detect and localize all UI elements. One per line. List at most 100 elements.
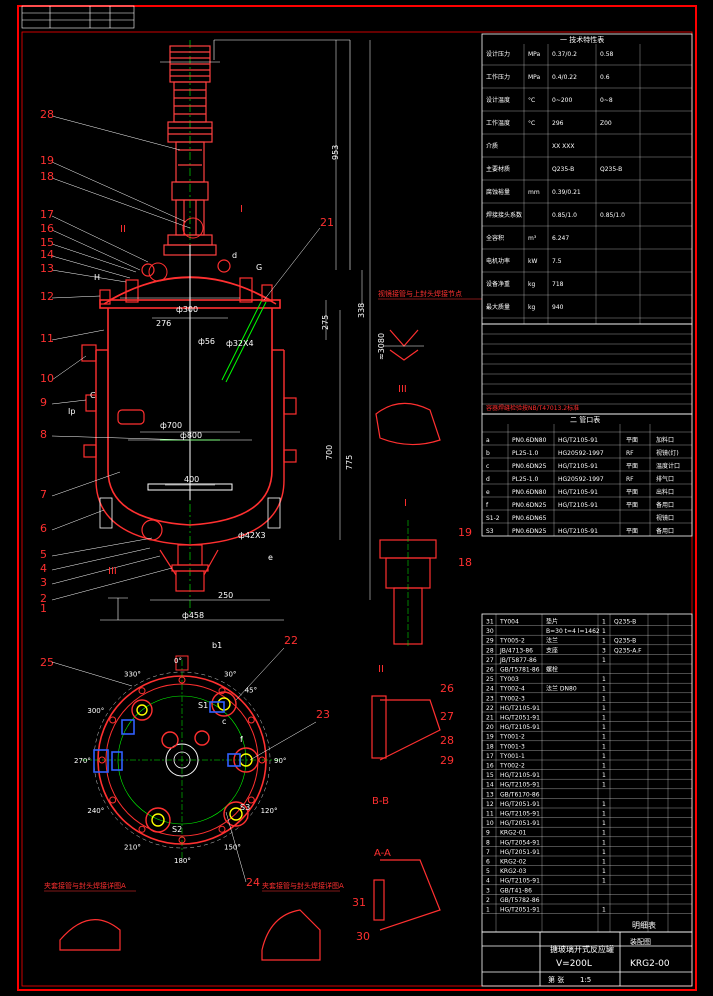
tech-row-v1: 6.247 (552, 235, 569, 242)
tech-row-unit: mm (528, 189, 540, 196)
nozzle-face: 平面 (626, 489, 638, 496)
parts-no: 13 (486, 791, 494, 798)
svg-text:28: 28 (440, 734, 454, 747)
parts-no: 10 (486, 820, 494, 827)
part-label-14: 14 (40, 248, 54, 261)
svg-text:d: d (232, 251, 237, 260)
bolt-hole (247, 796, 255, 804)
nozzle-use: 视镜口 (656, 514, 674, 522)
parts-code: TY001-3 (499, 743, 525, 750)
dim-d700: ф700 (160, 421, 182, 430)
nozzle-dn: PL25-1.0 (512, 476, 538, 483)
bolt-hole (247, 716, 255, 724)
dimension-lines (100, 40, 371, 621)
svg-text:C: C (90, 391, 96, 400)
svg-text:f: f (240, 735, 243, 744)
parts-qty: 1 (602, 801, 606, 808)
nozzle-use: 温度计口 (656, 462, 680, 470)
svg-text:23: 23 (316, 708, 330, 721)
parts-no: 15 (486, 772, 494, 779)
nozzle-mark: f (486, 502, 489, 509)
parts-no: 14 (486, 782, 494, 789)
bolt-hole (138, 825, 146, 833)
title-block-text: 明细表 搪玻璃开式反应罐 V=200L KRG2-00 装配图 1:5 第 张 (548, 920, 670, 984)
tech-row-v1: XX XXX (552, 143, 574, 150)
parts-code: HG/T2054-91 (500, 839, 540, 846)
dim-d800: ф800 (180, 431, 202, 440)
nozzle-face: 平面 (626, 463, 638, 470)
parts-no: 6 (486, 859, 490, 866)
parts-no: 29 (486, 638, 494, 645)
nozzle-mark: e (486, 489, 490, 496)
dim-d56: ф56 (198, 337, 215, 346)
parts-no: 8 (486, 839, 490, 846)
parts-qty: 1 (602, 753, 606, 760)
tech-row-v1: 940 (552, 304, 564, 311)
nozzle-mark: S3 (486, 528, 494, 535)
parts-mat: Q235-B (614, 619, 636, 626)
title-block (481, 931, 693, 987)
tech-row-unit: MPa (528, 74, 541, 81)
tech-row-label: 工作压力 (486, 73, 510, 81)
parts-no: 28 (486, 647, 494, 654)
svg-text:III: III (398, 384, 407, 395)
parts-code: HG/T2051-91 (500, 820, 540, 827)
tech-row-label: 设计温度 (486, 96, 510, 104)
tech-row-label: 电机功率 (486, 257, 510, 265)
tech-row-label: 工作温度 (486, 119, 510, 127)
parts-code: GB/T5782-86 (500, 897, 540, 904)
svg-text:B-B: B-B (372, 796, 389, 807)
svg-text:II: II (378, 664, 384, 675)
dimension-labels: 953 338 ≈3080 775 700 275 ф300 276 ф56 ф… (156, 145, 386, 620)
parts-code: HG/T2105-91 (500, 811, 540, 818)
parts-qty: 1 (602, 763, 606, 770)
nozzle-face: 平面 (626, 528, 638, 535)
parts-code: GB/T41-86 (500, 887, 532, 894)
nozzle-use: 出料口 (656, 488, 674, 496)
bolt-hole (138, 687, 146, 695)
part-label-1: 1 (40, 602, 47, 615)
detail-title-bottom-mid: 夹套接管与封头焊接详图A (262, 881, 344, 890)
nozzle-use: 加料口 (656, 436, 674, 444)
parts-code: HG/T2051-91 (500, 849, 540, 856)
svg-text:27: 27 (440, 710, 454, 723)
parts-code: KRG2-03 (500, 868, 527, 875)
parts-name: B=30 t=4 l=1462 (546, 628, 600, 635)
tech-table-title: 一 技术特性表 (560, 35, 604, 44)
nozzle-dn: PN0.6DN65 (512, 515, 547, 522)
part-label-12: 12 (40, 290, 54, 303)
part-label-28: 28 (40, 108, 54, 121)
nozzle-use: 备用口 (656, 501, 674, 509)
svg-text:I: I (240, 204, 243, 215)
part-label-19: 19 (40, 154, 54, 167)
part-label-11: 11 (40, 332, 54, 345)
angle-label: 150° (224, 844, 241, 852)
part-label-3: 3 (40, 576, 47, 589)
svg-text:30: 30 (356, 930, 370, 943)
dim-d300: ф300 (176, 305, 198, 314)
svg-text:S3: S3 (240, 803, 250, 812)
parts-code: HG/T2105-91 (500, 724, 540, 731)
parts-qty: 1 (602, 772, 606, 779)
parts-name: 支座 (546, 646, 558, 654)
dim-276: 276 (156, 319, 171, 328)
parts-qty: 1 (602, 782, 606, 789)
tech-row-unit: kW (528, 258, 537, 265)
parts-no: 4 (486, 878, 490, 885)
angle-label: 45° (245, 686, 257, 694)
nozzle-dn: PL25-1.0 (512, 450, 538, 457)
parts-qty: 1 (602, 830, 606, 837)
plan-part-labels: 22 23 24 25 (40, 634, 330, 889)
detail-views: 视镜接管与上封头焊接节点 III I II B-B A-A 19 18 26 (44, 289, 482, 961)
part-label-10: 10 (40, 372, 54, 385)
tech-row-v1: 718 (552, 281, 564, 288)
svg-text:III: III (108, 566, 117, 577)
nozzle-face: 平面 (626, 437, 638, 444)
tech-row-unit: MPa (528, 51, 541, 58)
vessel-name: 搪玻璃开式反应罐 (550, 944, 614, 954)
parts-no: 25 (486, 676, 494, 683)
nozzle-mark: b (486, 450, 490, 457)
part-label-21: 21 (320, 216, 334, 229)
